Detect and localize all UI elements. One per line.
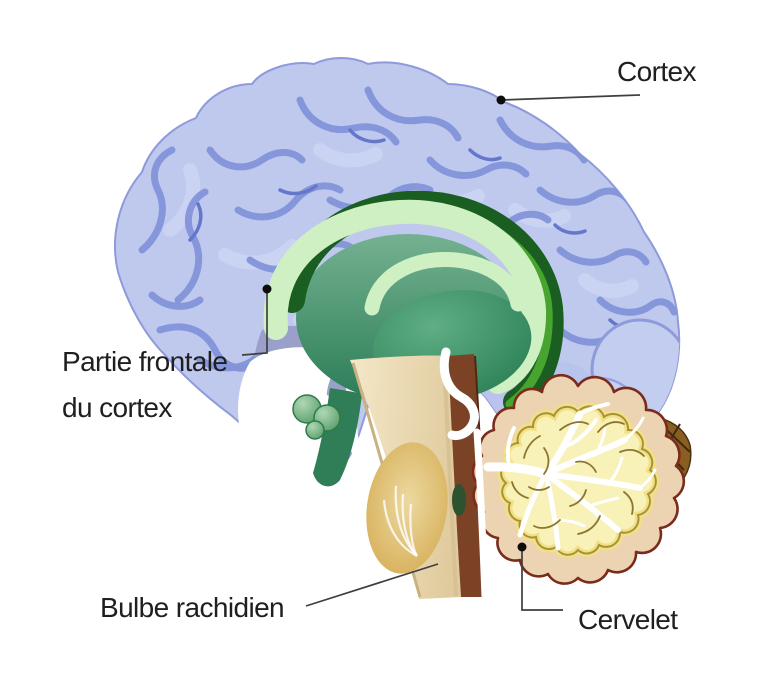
sulcus-line bbox=[426, 156, 530, 179]
folia-detail bbox=[559, 421, 589, 431]
gyrus-line bbox=[313, 143, 383, 168]
frontal-leader-line bbox=[241, 292, 268, 356]
arbor-vitae-twig bbox=[554, 518, 586, 528]
frontal-label-line1: Partie frontale bbox=[62, 346, 227, 377]
arbor-vitae-trunk bbox=[483, 462, 551, 479]
gyrus-line bbox=[508, 203, 571, 228]
frontal-label-line2: du cortex bbox=[62, 392, 172, 423]
folia-detail bbox=[511, 481, 529, 499]
arbor-vitae-branch bbox=[543, 471, 561, 551]
label-cortex: Cortex bbox=[496, 56, 697, 105]
arbor-vitae-branch bbox=[543, 471, 621, 533]
sulcus-line bbox=[364, 86, 462, 142]
folia-detail bbox=[528, 486, 550, 491]
folia-detail bbox=[623, 491, 634, 515]
arbor-vitae-twig bbox=[588, 496, 620, 508]
stem-cerebellum-gap bbox=[473, 428, 489, 601]
sulcus-accent bbox=[553, 223, 587, 235]
pituitary-bump bbox=[305, 420, 325, 440]
sulcus-line bbox=[174, 188, 209, 304]
folia-detail bbox=[577, 515, 601, 535]
folia-detail bbox=[523, 435, 541, 459]
arbor-vitae-branch bbox=[517, 471, 549, 538]
sulcus-line bbox=[556, 246, 650, 266]
cervelet-leader-dot bbox=[517, 542, 527, 552]
sulcus-accent bbox=[348, 128, 386, 144]
folia-detail bbox=[575, 460, 597, 473]
sulcus-line bbox=[296, 96, 400, 146]
sulcus-line bbox=[206, 146, 306, 171]
arbor-vitae-twig bbox=[593, 426, 607, 457]
pons-striation bbox=[382, 499, 418, 557]
arbor-vitae-branch bbox=[543, 471, 643, 491]
sulcus-line bbox=[596, 296, 678, 316]
frontal-leader-dot bbox=[262, 284, 272, 294]
arbor-vitae-twig bbox=[505, 426, 516, 472]
arbor-vitae-twig bbox=[608, 456, 624, 484]
teal-column bbox=[313, 388, 362, 487]
sulcus-line bbox=[148, 291, 204, 310]
sulcus-line bbox=[138, 146, 176, 254]
arbor-vitae-twig bbox=[638, 468, 657, 490]
sulcus-line bbox=[496, 116, 588, 164]
bulbe-leader-line bbox=[305, 563, 439, 607]
arbor-vitae-twig bbox=[578, 402, 610, 416]
brainstem-right-shade bbox=[442, 359, 458, 597]
folia-detail bbox=[597, 421, 625, 433]
folia-detail bbox=[619, 449, 645, 457]
cervelet-leader-line bbox=[521, 551, 563, 611]
pons-bulge bbox=[366, 442, 448, 574]
folia-detail bbox=[533, 519, 561, 529]
sulcus-line bbox=[234, 182, 344, 221]
cortex-label: Cortex bbox=[617, 56, 696, 87]
label-bulbe-rachidien: Bulbe rachidien bbox=[100, 563, 439, 623]
sulcus-accent bbox=[188, 202, 203, 242]
fornix-hook bbox=[364, 251, 526, 316]
cerebellum-folia-edge bbox=[500, 405, 657, 556]
label-frontal-cortex: Partie frontale du cortex bbox=[62, 284, 272, 423]
sulcus-accent bbox=[278, 184, 318, 196]
cerebellum bbox=[471, 373, 686, 601]
cortex-leader-dot bbox=[496, 95, 506, 105]
cortex-leader-line bbox=[500, 94, 641, 101]
dark-green-nodule bbox=[452, 484, 466, 516]
gyrus-line bbox=[578, 273, 639, 298]
pons-striation bbox=[409, 503, 418, 557]
brainstem bbox=[350, 347, 487, 599]
folia-detail bbox=[569, 489, 587, 507]
folia-detail bbox=[543, 447, 550, 475]
sulcus-line bbox=[536, 186, 632, 206]
arbor-vitae-twig bbox=[564, 418, 598, 448]
arbor-vitae-branch bbox=[543, 437, 628, 477]
arbor-vitae-twig bbox=[623, 416, 645, 442]
cervelet-label: Cervelet bbox=[578, 604, 678, 635]
bulbe-label: Bulbe rachidien bbox=[100, 592, 284, 623]
cerebral-aqueduct-hook bbox=[439, 347, 479, 441]
label-cervelet: Cervelet bbox=[517, 542, 679, 635]
sulcus-accent bbox=[468, 148, 502, 162]
